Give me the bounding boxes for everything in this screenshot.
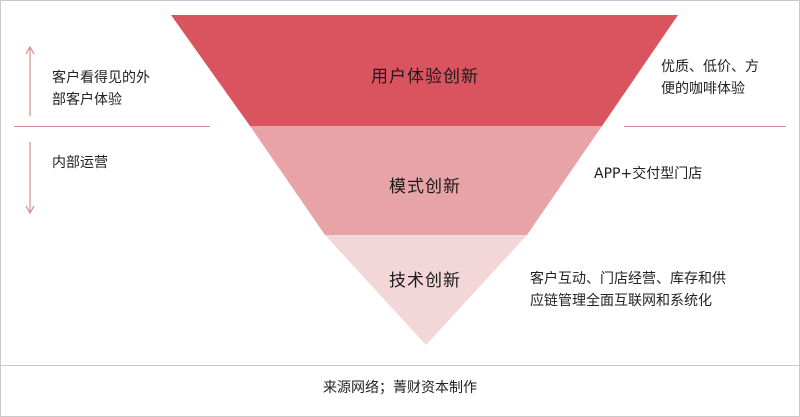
left-external-experience-text: 客户看得见的外 部客户体验	[52, 70, 150, 108]
layer-label-model: 模式创新	[389, 177, 461, 197]
left-internal-operations-text: 内部运营	[52, 155, 108, 171]
layer-technology	[325, 235, 527, 345]
down-arrow-icon	[25, 142, 35, 215]
right-model-text: APP+交付型门店	[594, 166, 703, 182]
left-divider-line	[14, 126, 210, 127]
layer-model	[250, 126, 602, 235]
layer-label-user-experience: 用户体验创新	[371, 67, 479, 87]
source-footer: 来源网络；菁财资本制作	[323, 380, 477, 396]
footer-divider	[0, 365, 800, 366]
right-divider-line	[624, 126, 786, 127]
up-arrow-icon	[25, 45, 35, 116]
layer-user-experience	[171, 15, 678, 126]
right-ux-text: 优质、低价、方 便的咖啡体验	[661, 59, 759, 97]
right-tech-text: 客户互动、门店经营、库存和供 应链管理全面互联网和系统化	[530, 271, 726, 309]
layer-label-technology: 技术创新	[389, 271, 461, 291]
